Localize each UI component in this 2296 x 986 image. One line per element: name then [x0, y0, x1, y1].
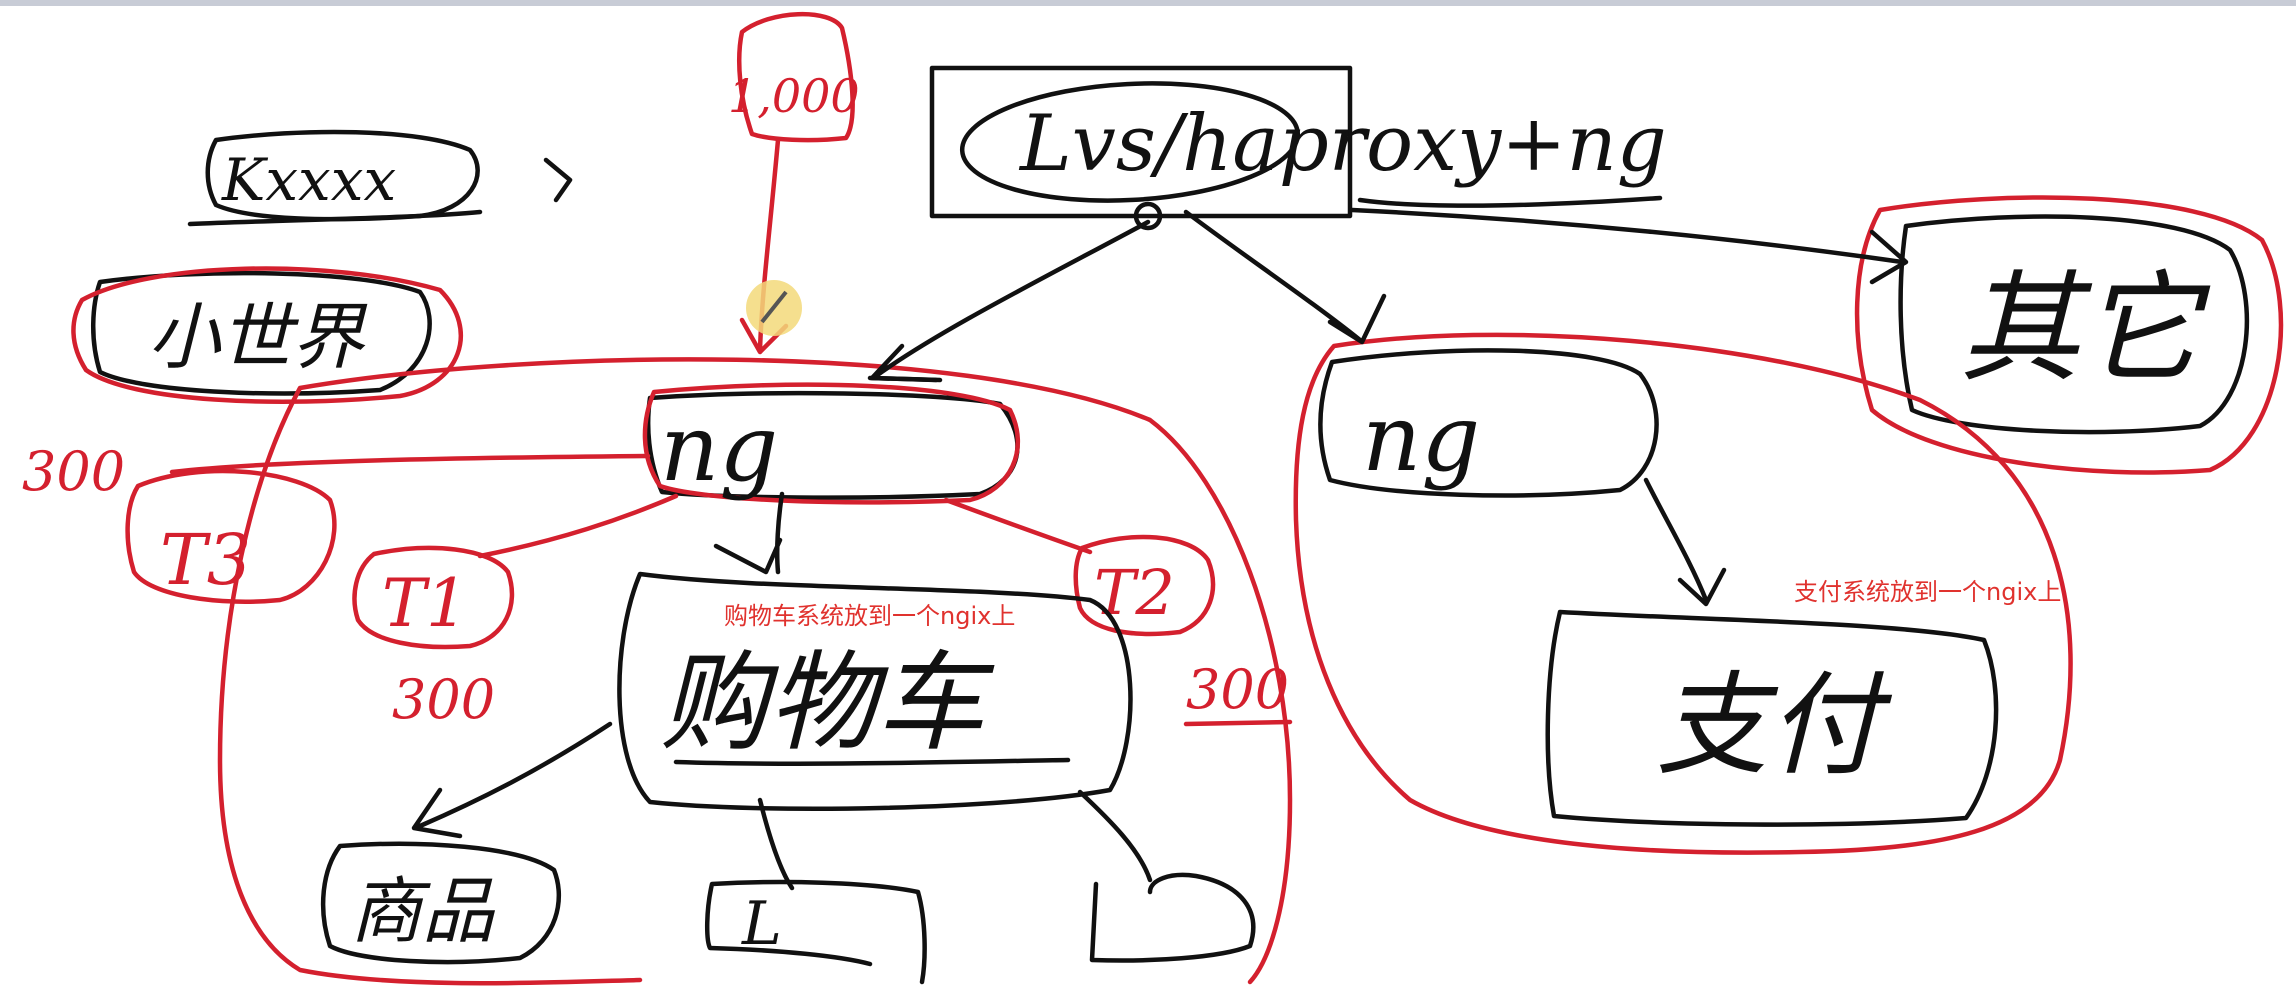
left-top-label: Kxxxx	[221, 146, 396, 214]
sub-middle-label: L	[741, 889, 782, 959]
pay-ng-outline	[1318, 348, 1659, 498]
pay-ng-label: ng	[1362, 385, 1480, 492]
cart-label: 购物车	[660, 641, 995, 766]
incoming-node: 1,000	[728, 11, 860, 355]
t3-label: T3	[160, 519, 251, 601]
incoming-box	[737, 11, 855, 143]
cart-cluster: ng T3 300 T1 300 T2 300 购物车	[22, 219, 1293, 986]
t1-label: T1	[382, 565, 468, 642]
left-top-underline	[187, 209, 483, 227]
cart-ng-outline-red	[642, 382, 1021, 505]
other-node: 其它	[1349, 195, 2284, 475]
t3-count: 300	[22, 440, 125, 503]
shop-outline-red	[71, 266, 464, 404]
t1-node	[352, 545, 515, 650]
cart-underline	[673, 757, 1071, 766]
left-top-outline	[205, 129, 480, 222]
cart-to-middle-line	[757, 797, 795, 891]
shop-node: 小世界	[71, 266, 464, 404]
cart-ng-outline-black	[645, 390, 1020, 500]
left-top-arrow	[543, 157, 573, 203]
sub-middle-node	[704, 879, 927, 985]
gateway-node: Lvs/haproxy+ng	[929, 65, 1667, 231]
shop-label: 小世界	[148, 295, 368, 379]
t1-count: 300	[392, 668, 495, 731]
gateway-to-other-arrow	[1349, 207, 1909, 285]
cart-to-left-arrow	[411, 721, 613, 839]
gateway-to-pay-ng-arrow	[1183, 209, 1387, 345]
gateway-to-cart-ng-arrow	[869, 219, 1151, 383]
incoming-label: 1,000	[728, 69, 860, 123]
pay-ng-to-pay-arrow	[1643, 477, 1727, 607]
t1-link	[477, 493, 679, 559]
pay-label: 支付	[1656, 661, 1893, 791]
cart-cluster-red-loop	[217, 357, 1293, 986]
cart-ng-top-line	[867, 375, 943, 383]
cart-note: 购物车系统放到一个ngix上	[724, 602, 1016, 630]
sub-left-node	[320, 841, 562, 965]
t3-link	[169, 453, 651, 475]
sub-left-label: 商品	[350, 869, 496, 953]
pay-box	[1545, 609, 1999, 827]
gateway-underline	[1357, 195, 1663, 208]
shop-outline-black	[91, 270, 432, 396]
cart-ng-label: ng	[660, 395, 778, 502]
payment-cluster: ng 支付	[1183, 209, 2073, 855]
payment-note: 支付系统放到一个ngix上	[1794, 578, 2062, 606]
gateway-junction	[1133, 201, 1163, 231]
gateway-ellipse	[959, 81, 1301, 203]
sub-right-node	[1089, 872, 1256, 963]
window-top-edge	[0, 0, 2296, 6]
t2-label: T2	[1094, 556, 1175, 629]
gateway-rect	[929, 65, 1353, 219]
cart-to-right-line	[1077, 789, 1153, 883]
cart-box	[617, 571, 1133, 811]
t3-node	[125, 468, 337, 604]
t2-count-underline	[1183, 719, 1293, 727]
pencil-cursor-icon	[746, 280, 802, 336]
payment-cluster-red-loop	[1293, 332, 2073, 855]
gateway-label: Lvs/haproxy+ng	[1018, 99, 1667, 189]
left-top-node: Kxxxx	[187, 129, 573, 227]
other-label: 其它	[1960, 260, 2211, 399]
t2-link	[943, 497, 1093, 555]
t2-count: 300	[1186, 658, 1289, 721]
other-outline-red	[1854, 195, 2284, 475]
cart-ng-to-cart-arrow	[713, 491, 785, 575]
other-outline-black	[1898, 214, 2250, 435]
